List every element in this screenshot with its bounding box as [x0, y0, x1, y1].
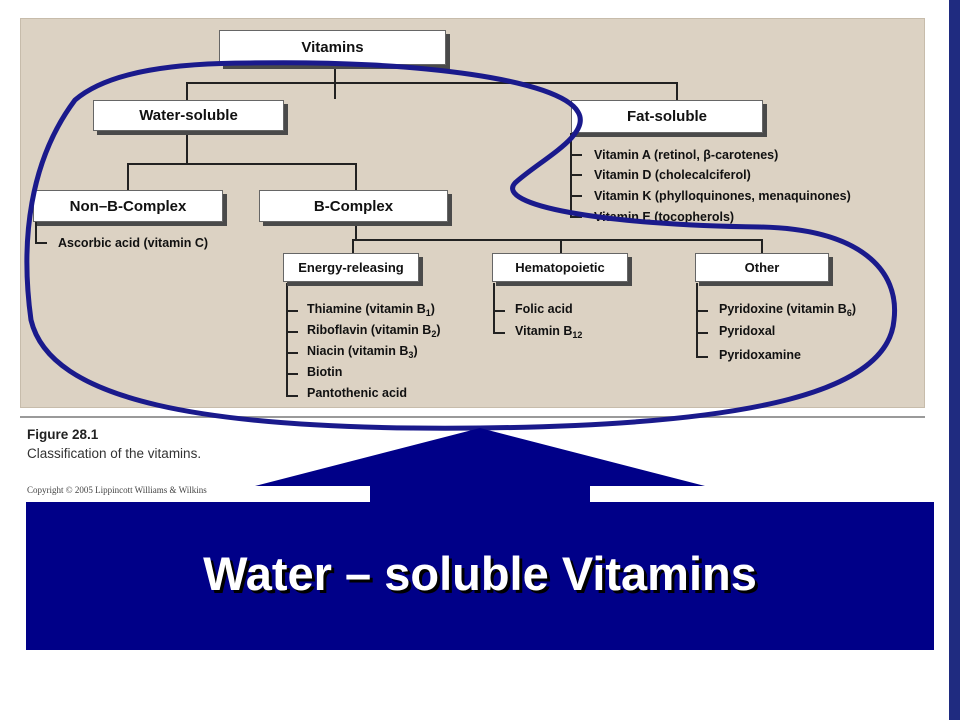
figure-caption: Classification of the vitamins. [27, 446, 202, 461]
list-item: Vitamin K (phylloquinones, menaquinones) [594, 189, 851, 203]
water-soluble-label: Water-soluble [139, 107, 238, 124]
bracket-line [493, 283, 495, 333]
bracket-line [570, 195, 582, 197]
list-item: Pyridoxine (vitamin B6) [719, 302, 856, 318]
bracket-line [696, 332, 708, 334]
vitamins-label: Vitamins [301, 39, 364, 56]
right-edge-stripe [949, 0, 960, 720]
list-item: Pyridoxamine [719, 348, 801, 362]
copyright-text: Copyright © 2005 Lippincott Williams & W… [27, 485, 207, 495]
bracket-line [493, 310, 505, 312]
list-item: Pantothenic acid [307, 386, 408, 400]
hematopoietic-box: Hematopoietic [492, 253, 628, 282]
divider [20, 416, 925, 418]
bracket-line [696, 310, 708, 312]
list-item: Ascorbic acid (vitamin C) [58, 236, 209, 250]
hematopoietic-label: Hematopoietic [515, 260, 605, 275]
list-item: Biotin [307, 365, 343, 379]
bracket-line [696, 356, 708, 358]
other-box: Other [695, 253, 829, 282]
bracket-line [35, 222, 37, 243]
connector [676, 82, 678, 102]
b-complex-box: B-Complex [259, 190, 448, 222]
list-item: Folic acid [515, 302, 573, 316]
slide-title: Water – soluble Vitamins [203, 547, 757, 600]
bracket-line [696, 283, 698, 357]
connector [352, 239, 762, 241]
bracket-line [570, 154, 582, 156]
non-b-complex-label: Non–B-Complex [69, 197, 187, 215]
bracket-line [570, 216, 582, 218]
connector [355, 163, 357, 192]
list-item: Riboflavin (vitamin B2) [307, 323, 441, 339]
list-item: Vitamin A (retinol, β-carotenes) [594, 148, 779, 162]
connector [355, 222, 357, 240]
bracket-line [286, 395, 298, 397]
bracket-line [493, 332, 505, 334]
list-item: Pyridoxal [719, 324, 776, 338]
other-label: Other [744, 260, 780, 275]
connector [186, 82, 188, 102]
energy-releasing-label: Energy-releasing [298, 260, 404, 275]
title-banner [26, 502, 934, 650]
figure-label: Figure 28.1 [27, 427, 99, 442]
bracket-line [286, 283, 288, 396]
fat-soluble-box: Fat-soluble [571, 100, 763, 133]
bracket-line [35, 242, 47, 244]
bracket-line [570, 174, 582, 176]
fat-soluble-label: Fat-soluble [626, 108, 707, 125]
non-b-complex-box: Non–B-Complex [33, 190, 223, 222]
connector [186, 82, 677, 84]
b-complex-label: B-Complex [313, 197, 394, 215]
bracket-line [286, 352, 298, 354]
list-item: Niacin (vitamin B3) [307, 344, 418, 360]
list-item: Vitamin D (cholecalciferol) [594, 168, 751, 182]
list-item: Thiamine (vitamin B1) [307, 302, 435, 318]
list-item: Vitamin B12 [515, 324, 583, 340]
bracket-line [286, 331, 298, 333]
pointer-arrow [255, 428, 705, 502]
energy-releasing-box: Energy-releasing [283, 253, 419, 282]
bracket-line [286, 373, 298, 375]
list-item: Vitamin E (tocopherols) [594, 210, 735, 224]
vitamins-box: Vitamins [219, 30, 446, 65]
bracket-line [286, 310, 298, 312]
connector [127, 163, 356, 165]
connector [186, 129, 188, 164]
water-soluble-box: Water-soluble [93, 100, 284, 131]
connector [127, 163, 129, 192]
